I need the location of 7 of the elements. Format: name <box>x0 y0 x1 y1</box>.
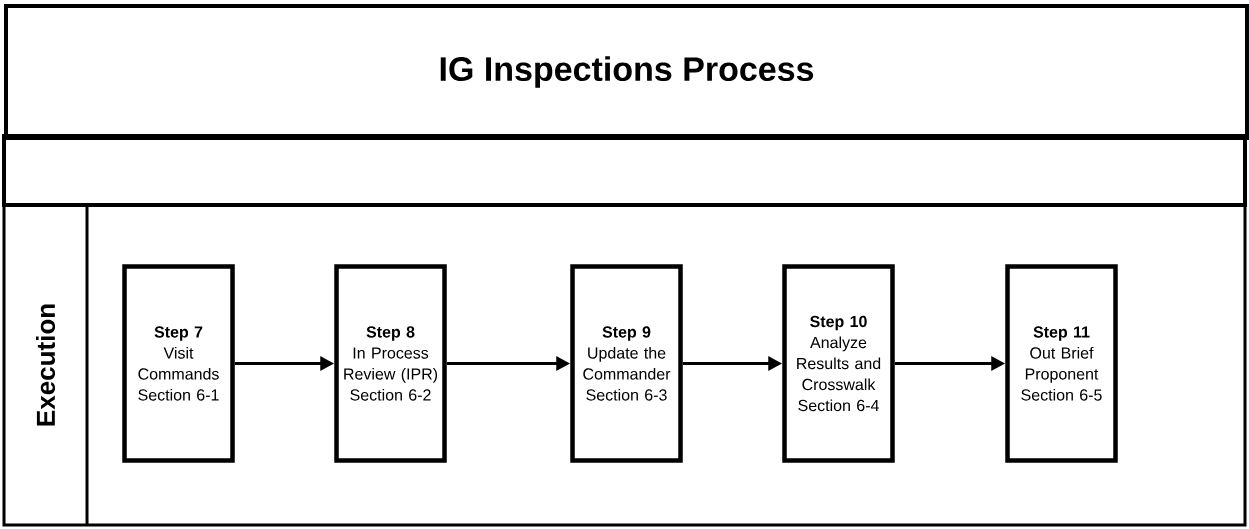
step-box: Step 11 Out Brief Proponent Section 6-5 <box>1005 264 1118 463</box>
empty-band <box>2 134 1247 207</box>
step-box: Step 8 In Process Review (IPR) Section 6-2 <box>334 264 447 463</box>
step-box: Step 10 Analyze Results and Crosswalk Section 6-4 <box>782 264 895 463</box>
step-box: Step 9 Update the Commander Section 6-3 <box>570 264 683 463</box>
step-box: Step 7 Visit Commands Section 6-1 <box>122 264 235 463</box>
title-band: IG Inspections Process <box>4 4 1249 140</box>
